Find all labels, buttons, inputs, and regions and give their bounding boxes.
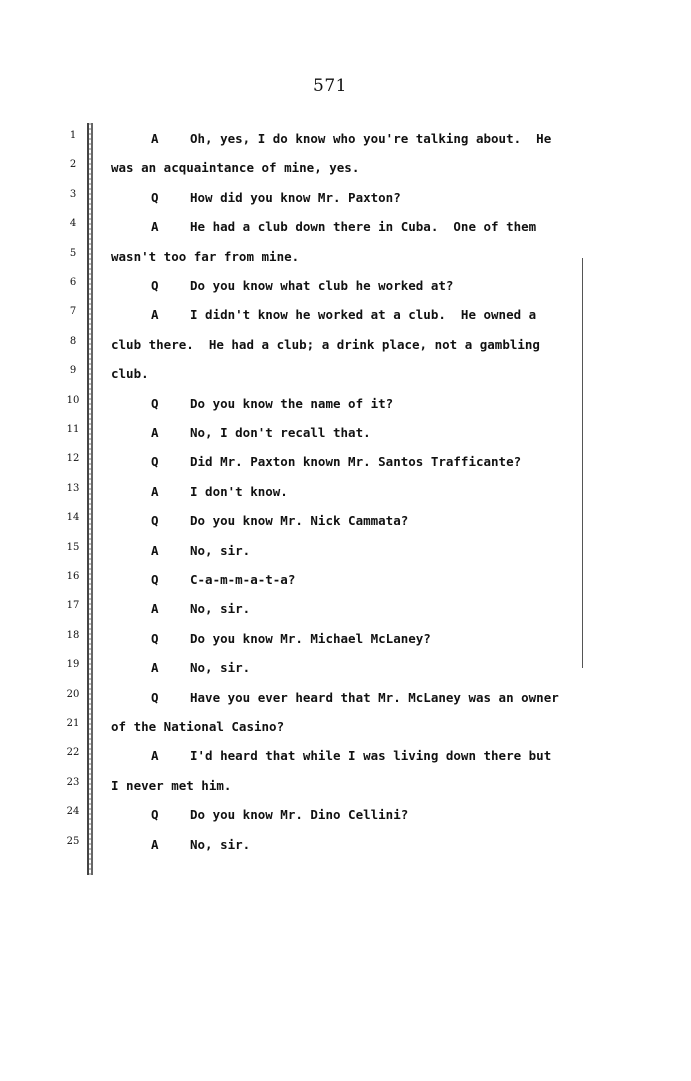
transcript-line: 25 A No, sir.: [0, 834, 691, 854]
line-text: club.: [111, 366, 149, 382]
line-text: No, sir.: [190, 836, 251, 852]
answer-marker: A: [151, 836, 159, 852]
margin-rule: [87, 123, 93, 875]
transcript-line: 6 Q Do you know what club he worked at?: [0, 275, 691, 295]
line-number: 11: [66, 424, 80, 435]
answer-marker: A: [151, 219, 159, 235]
line-text: Do you know Mr. Michael McLaney?: [190, 630, 431, 646]
line-text: I don't know.: [190, 483, 288, 499]
line-text: I never met him.: [111, 777, 232, 793]
page-number: 571: [313, 76, 347, 96]
transcript-line: 24 Q Do you know Mr. Dino Cellini?: [0, 804, 691, 824]
line-text: club there. He had a club; a drink place…: [111, 336, 540, 352]
line-number: 18: [66, 629, 80, 641]
transcript-line: 19 A No, sir.: [0, 657, 691, 677]
answer-marker: A: [151, 542, 159, 558]
line-text: was an acquaintance of mine, yes.: [111, 160, 360, 176]
answer-marker: A: [151, 131, 159, 146]
line-text: Have you ever heard that Mr. McLaney was…: [190, 689, 559, 705]
question-marker: Q: [151, 454, 159, 470]
transcript-line: 22 A I'd heard that while I was living dow…: [0, 745, 691, 765]
line-text: He had a club down there in Cuba. One of…: [190, 219, 537, 235]
line-number: 17: [66, 600, 80, 612]
question-marker: Q: [151, 572, 159, 587]
line-number: 2: [69, 159, 77, 171]
line-number: 1: [69, 130, 77, 141]
line-number: 24: [66, 806, 80, 818]
answer-marker: A: [151, 425, 159, 440]
answer-marker: A: [151, 660, 159, 676]
transcript-line: 13 A I don't know.: [0, 481, 691, 501]
transcript-line: 5 wasn't too far from mine.: [0, 246, 691, 266]
transcript-line: 17 A No, sir.: [0, 598, 691, 618]
line-number: 7: [69, 306, 77, 318]
line-number: 13: [66, 482, 80, 494]
transcript-line: 16 Q C-a-m-m-a-t-a?: [0, 569, 691, 589]
transcript-line: 15 A No, sir.: [0, 540, 691, 560]
line-text: Do you know Mr. Nick Cammata?: [190, 513, 409, 529]
question-marker: Q: [151, 278, 159, 293]
line-number: 12: [66, 453, 80, 465]
line-number: 14: [66, 512, 80, 524]
transcript-line: 9 club.: [0, 363, 691, 383]
line-text: No, sir.: [190, 660, 251, 676]
transcript-line: 8 club there. He had a club; a drink plac…: [0, 334, 691, 354]
transcript-line: 21 of the National Casino?: [0, 716, 691, 736]
line-number: 3: [69, 188, 77, 200]
transcript-line: 7 A I didn't know he worked at a club. He …: [0, 304, 691, 324]
transcript-line: 4 A He had a club down there in Cuba. One …: [0, 216, 691, 236]
answer-marker: A: [151, 748, 159, 764]
line-number: 19: [66, 659, 80, 671]
question-marker: Q: [151, 807, 159, 823]
line-text: Do you know Mr. Dino Cellini?: [190, 807, 409, 823]
transcript-line: 1 A Oh, yes, I do know who you're talking …: [0, 128, 691, 148]
transcript-line: 12 Q Did Mr. Paxton known Mr. Santos Traff…: [0, 451, 691, 471]
line-number: 22: [66, 747, 80, 759]
line-text: No, sir.: [190, 601, 251, 617]
line-number: 25: [66, 835, 80, 847]
question-marker: Q: [151, 189, 159, 205]
line-number: 6: [69, 277, 77, 288]
line-text: I didn't know he worked at a club. He ow…: [190, 307, 537, 323]
line-text: Did Mr. Paxton known Mr. Santos Traffica…: [190, 454, 522, 470]
transcript-line: 23 I never met him.: [0, 775, 691, 795]
line-number: 16: [66, 571, 80, 582]
transcript-line: 2 was an acquaintance of mine, yes.: [0, 157, 691, 177]
line-number: 8: [69, 335, 77, 347]
answer-marker: A: [151, 601, 159, 617]
line-number: 5: [69, 247, 77, 259]
line-number: 10: [66, 394, 80, 406]
transcript-line: 20 Q Have you ever heard that Mr. McLaney …: [0, 687, 691, 707]
line-number: 15: [66, 541, 80, 553]
question-marker: Q: [151, 513, 159, 529]
line-text: of the National Casino?: [111, 719, 285, 734]
transcript-line: 10 Q Do you know the name of it?: [0, 393, 691, 413]
line-number: 21: [66, 718, 80, 729]
transcript-line: 18 Q Do you know Mr. Michael McLaney?: [0, 628, 691, 648]
answer-marker: A: [151, 483, 159, 499]
answer-marker: A: [151, 307, 159, 323]
question-marker: Q: [151, 630, 159, 646]
line-text: C-a-m-m-a-t-a?: [190, 572, 296, 587]
line-text: How did you know Mr. Paxton?: [190, 189, 401, 205]
line-number: 20: [66, 688, 80, 700]
question-marker: Q: [151, 689, 159, 705]
line-text: Do you know what club he worked at?: [190, 278, 454, 293]
line-text: Oh, yes, I do know who you're talking ab…: [190, 131, 552, 146]
question-marker: Q: [151, 395, 159, 411]
line-number: 9: [69, 365, 77, 377]
line-number: 23: [66, 776, 80, 788]
transcript-line: 3 Q How did you know Mr. Paxton?: [0, 187, 691, 207]
line-text: Do you know the name of it?: [190, 395, 394, 411]
line-number: 4: [69, 218, 77, 230]
line-text: wasn't too far from mine.: [111, 248, 300, 264]
line-text: No, I don't recall that.: [190, 425, 371, 440]
line-text: I'd heard that while I was living down t…: [190, 748, 552, 764]
line-text: No, sir.: [190, 542, 251, 558]
transcript-line: 11 A No, I don't recall that.: [0, 422, 691, 442]
transcript-line: 14 Q Do you know Mr. Nick Cammata?: [0, 510, 691, 530]
revision-bar: [582, 258, 583, 668]
